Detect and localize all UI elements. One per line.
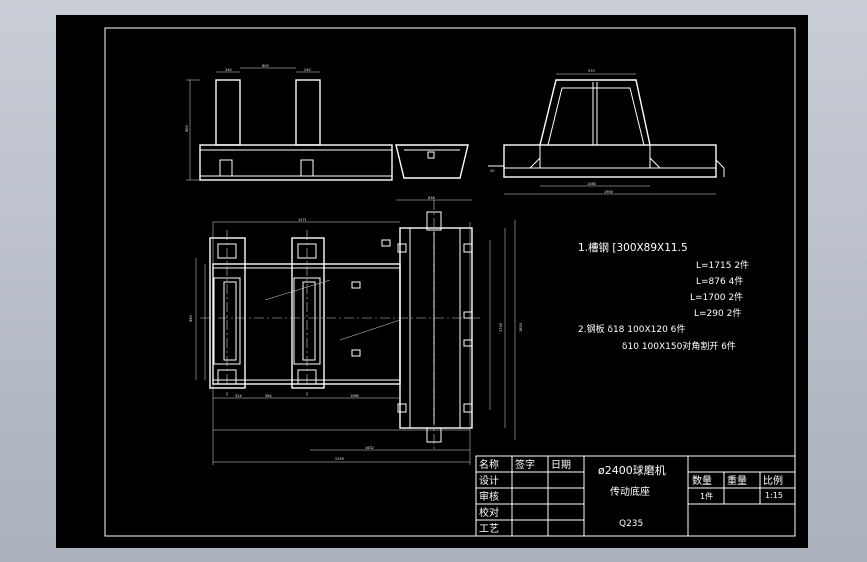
svg-text:240: 240 [304, 68, 311, 72]
tb-header-date: 日期 [551, 459, 571, 471]
plan-view: 1571 524 584 1060 2259 1632 636 990 1850… [189, 196, 523, 465]
tb-header-qty: 数量 [692, 474, 712, 487]
note-line-7: δ10 100X150对角割开 6件 [622, 340, 736, 352]
note-line-1: 1.槽钢 [300X89X11.5 [578, 241, 688, 254]
technical-notes: 1.槽钢 [300X89X11.5 L=1715 2件 L=876 4件 L=1… [578, 241, 749, 352]
tb-drawing-subtitle: 传动底座 [610, 485, 650, 498]
tb-header-scale: 比例 [763, 474, 783, 487]
svg-text:900: 900 [185, 125, 189, 132]
front-view: 240 800 240 900 [185, 64, 469, 181]
title-block: 名称 签字 日期 设计 审核 校对 工艺 ø2400球磨机 传动底座 Q235 … [475, 455, 796, 537]
svg-text:1080: 1080 [587, 182, 596, 186]
svg-text:20: 20 [490, 169, 494, 173]
note-line-4: L=1700 2件 [690, 291, 743, 303]
tb-drawing-title: ø2400球磨机 [598, 463, 666, 477]
note-line-6: 2.钢板 δ18 100X120 6件 [578, 323, 685, 335]
drawing-sheet [56, 15, 808, 548]
side-view: 20 1080 1900 570 [488, 69, 725, 195]
tb-row-review: 审核 [479, 490, 499, 503]
tb-header-sign: 签字 [515, 458, 535, 471]
tb-row-design: 设计 [479, 474, 499, 487]
note-line-3: L=876 4件 [696, 275, 743, 287]
svg-text:2259: 2259 [335, 457, 344, 461]
note-line-5: L=290 2件 [694, 307, 741, 319]
tb-row-process: 工艺 [479, 523, 499, 535]
svg-text:524: 524 [235, 394, 242, 398]
svg-text:636: 636 [428, 196, 435, 200]
svg-text:1632: 1632 [365, 446, 374, 450]
tb-qty-value: 1件 [700, 491, 713, 501]
svg-text:1700: 1700 [499, 323, 503, 332]
tb-header-name: 名称 [479, 458, 499, 471]
svg-text:1900: 1900 [604, 190, 613, 194]
svg-text:570: 570 [588, 69, 595, 73]
tb-row-check: 校对 [479, 506, 499, 519]
tb-material: Q235 [619, 519, 643, 529]
drawing-border [104, 27, 796, 537]
svg-text:1571: 1571 [298, 218, 307, 222]
svg-text:1850: 1850 [519, 323, 523, 332]
svg-text:240: 240 [225, 68, 232, 72]
tb-scale-value: 1:15 [765, 491, 783, 500]
svg-text:990: 990 [189, 315, 193, 322]
svg-text:1060: 1060 [350, 394, 359, 398]
tb-header-weight: 重量 [727, 474, 747, 487]
svg-text:584: 584 [265, 394, 272, 398]
svg-text:800: 800 [262, 64, 269, 68]
note-line-2: L=1715 2件 [696, 259, 749, 271]
